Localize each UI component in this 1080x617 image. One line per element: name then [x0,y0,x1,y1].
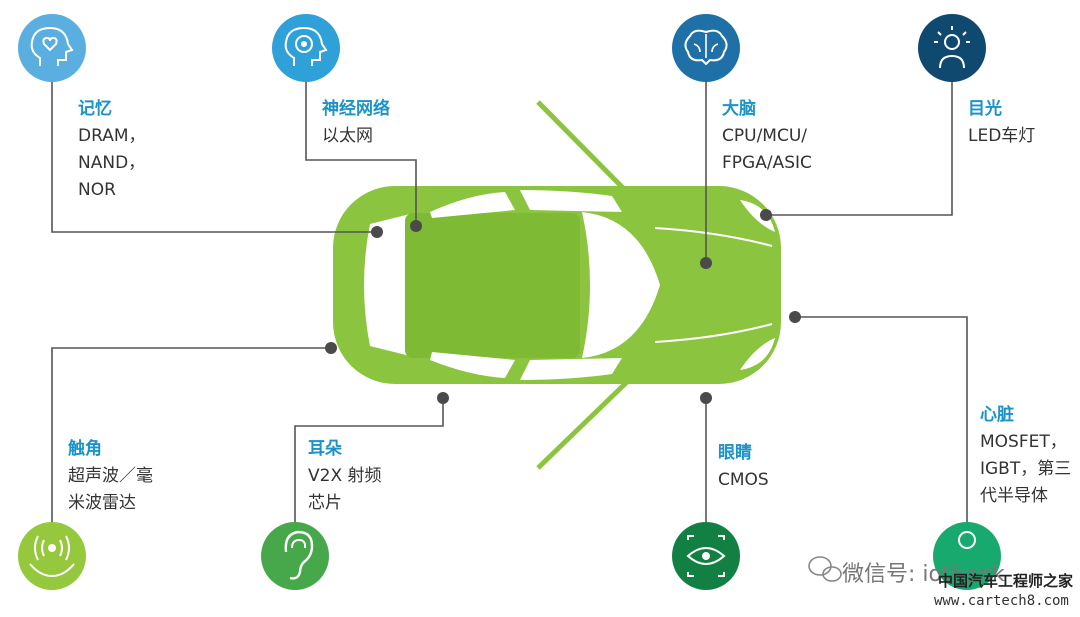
head-outline [284,26,328,66]
eye-outline [686,547,726,565]
network-ring-inner [301,41,307,47]
icon-ring [958,531,976,549]
windshield [582,212,660,358]
label-neural: 神经网络 以太网 [322,96,390,150]
connector-eyes-light [766,80,953,216]
label-brain: 大脑 CPU/MCU/ FPGA/ASIC [722,96,812,177]
headlight-bottom [740,338,775,370]
component-desc: 以太网 [322,126,373,146]
heart-shape [42,36,58,52]
hands-shape [29,563,75,578]
label-ears: 耳朵 V2X 射频 芯片 [308,436,382,517]
icon-eyes-light [918,14,986,82]
bulb-head [944,34,960,50]
connector-memory [51,80,377,233]
hood-line-top [654,227,773,247]
wave-arcs [34,535,70,561]
icon-heart [933,522,1001,590]
component-title: 记忆 [78,99,112,119]
ear-outline [284,530,314,580]
component-title: 眼睛 [718,443,752,463]
component-title: 耳朵 [308,439,342,459]
component-title: 目光 [968,99,1002,119]
car-roof [405,213,580,358]
connector-dots [325,209,801,404]
component-desc: MOSFET， IGBT，第三 代半导体 [980,432,1072,506]
watermark-url: www.cartech8.com [934,593,1069,609]
component-title: 心脏 [980,405,1014,425]
brain-folds [693,34,719,58]
icon-ears [261,522,329,590]
dot-touch [325,342,337,354]
hood-line-bottom [654,323,773,343]
ear-inner [291,538,307,549]
icon-brain [672,14,740,82]
component-title: 大脑 [722,99,756,119]
component-desc: V2X 射频 芯片 [308,466,382,513]
icon-eyes [672,522,740,590]
watermark-site-cn: 中国汽车工程师之家 [938,572,1074,590]
wechat-bubble-large [808,556,832,576]
dot-heart [789,311,801,323]
circle-icon [933,522,1001,590]
side-window-bottom-rear [430,352,515,378]
wechat-bubble-small [822,566,842,582]
light-rays [934,26,970,43]
label-touch: 触角 超声波／毫 米波雷达 [68,436,153,517]
connector-neural [305,80,417,226]
eye-pupil [702,552,710,560]
component-desc: 超声波／毫 米波雷达 [68,466,153,513]
scan-corners [687,535,725,577]
door-lower-right [536,380,629,470]
connector-lines [51,80,968,530]
wechat-logo [808,556,842,582]
label-eyes: 眼睛 CMOS [718,440,769,494]
dot-eyes-light [760,209,772,221]
side-window-top-rear [430,192,515,218]
wave-center [48,544,56,552]
dot-brain [700,257,712,269]
door-upper-right [536,100,629,194]
connector-touch [51,347,331,530]
label-memory: 记忆 DRAM， NAND， NOR [78,96,146,204]
dot-eyes [700,392,712,404]
car-body [333,186,781,384]
car-doors [536,100,629,470]
connector-ears [294,398,444,530]
connector-heart [795,316,968,525]
network-ring-outer [295,35,313,53]
head-network-icon [272,14,340,82]
dot-ears [437,392,449,404]
brain-outline [684,29,728,66]
label-eyes-light: 目光 LED车灯 [968,96,1035,150]
headlight-top [740,200,775,232]
component-title: 触角 [68,439,102,459]
icon-touch [18,522,86,590]
icon-memory [18,14,86,82]
component-desc: LED车灯 [968,126,1036,146]
watermark-wechat: 微信号: iotbank [842,562,1005,587]
rear-window [364,214,410,356]
hands-waves-icon [18,522,86,590]
component-desc: CMOS [718,470,769,490]
head-outline [30,26,74,66]
dot-neural [410,220,422,232]
icon-neural [272,14,340,82]
side-window-top-front [520,190,622,212]
component-desc: CPU/MCU/ FPGA/ASIC [722,126,812,173]
component-title: 神经网络 [322,99,390,119]
person-shoulders [939,54,965,69]
label-heart: 心脏 MOSFET， IGBT，第三 代半导体 [980,402,1071,510]
side-window-bottom-front [520,358,622,380]
component-desc: DRAM， NAND， NOR [78,126,146,200]
dot-memory [371,226,383,238]
